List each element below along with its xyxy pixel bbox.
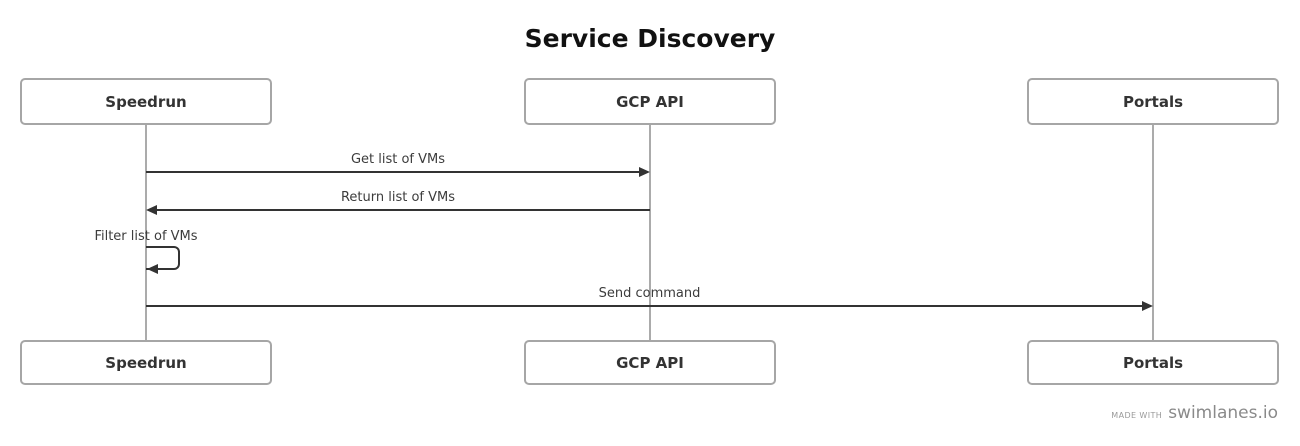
arrowhead-left-icon bbox=[146, 205, 157, 215]
actor-label: Portals bbox=[1122, 353, 1184, 372]
message-line bbox=[157, 209, 650, 211]
lifeline-speedrun bbox=[145, 125, 147, 340]
message-line bbox=[146, 171, 639, 173]
footer-branding: MADE WITH swimlanes.io bbox=[1111, 403, 1278, 423]
actor-box-portals-bottom: Portals bbox=[1027, 340, 1279, 385]
message-label: Return list of VMs bbox=[340, 190, 456, 205]
arrowhead-right-icon bbox=[1142, 301, 1153, 311]
actor-box-gcp-api-top: GCP API bbox=[524, 78, 776, 125]
actor-box-gcp-api-bottom: GCP API bbox=[524, 340, 776, 385]
arrowhead-left-icon bbox=[147, 264, 158, 274]
actor-box-speedrun-top: Speedrun bbox=[20, 78, 272, 125]
self-loop-line bbox=[146, 246, 180, 270]
actor-label: Portals bbox=[1122, 92, 1184, 111]
actor-box-portals-top: Portals bbox=[1027, 78, 1279, 125]
lifeline-portals bbox=[1152, 125, 1154, 340]
actor-label: Speedrun bbox=[105, 353, 187, 372]
diagram-title: Service Discovery bbox=[524, 24, 776, 53]
message-line bbox=[146, 305, 1142, 307]
actor-box-speedrun-bottom: Speedrun bbox=[20, 340, 272, 385]
made-with-label: MADE WITH bbox=[1111, 411, 1163, 420]
actor-label: GCP API bbox=[616, 353, 684, 372]
message-label: Filter list of VMs bbox=[94, 229, 198, 244]
actor-label: GCP API bbox=[616, 92, 684, 111]
arrowhead-right-icon bbox=[639, 167, 650, 177]
message-label: Get list of VMs bbox=[350, 152, 446, 167]
message-label: Send command bbox=[598, 286, 701, 301]
actor-label: Speedrun bbox=[105, 92, 187, 111]
lifeline-gcp-api bbox=[649, 125, 651, 340]
swimlanes-brand-link[interactable]: swimlanes.io bbox=[1168, 403, 1278, 423]
